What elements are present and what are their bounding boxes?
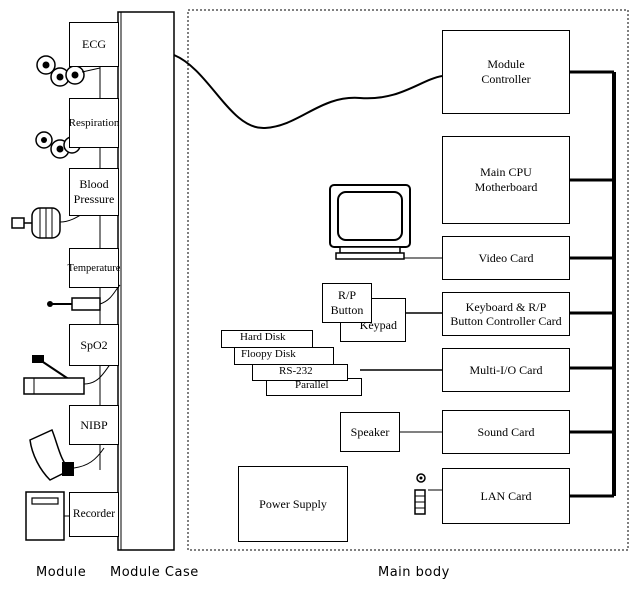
module-recorder-label: Recorder	[73, 507, 115, 522]
keyboard-card-label: Keyboard & R/P Button Controller Card	[449, 300, 563, 328]
video-card-box: Video Card	[442, 236, 570, 280]
module-recorder: Recorder	[69, 492, 119, 537]
hard-disk-tab: Hard Disk	[221, 330, 313, 348]
module-respiration-label: Respiration	[69, 116, 120, 131]
speaker-box: Speaker	[340, 412, 400, 452]
module-temperature-label: Temperature	[68, 261, 121, 276]
rp-button-label: R/P Button	[323, 288, 371, 318]
module-ecg-label: ECG	[82, 37, 106, 52]
module-blood-pressure-label: Blood Pressure	[74, 177, 115, 207]
module-respiration: Respiration	[69, 98, 119, 148]
module-spo2: SpO2	[69, 324, 119, 366]
floppy-disk-tab: Floopy Disk	[234, 347, 334, 365]
module-nibp: NIBP	[69, 405, 119, 445]
monitor-icon	[330, 185, 410, 259]
sound-card-label: Sound Card	[478, 425, 535, 440]
rp-button-box: R/P Button	[322, 283, 372, 323]
power-supply-box: Power Supply	[238, 466, 348, 542]
keyboard-card-box: Keyboard & R/P Button Controller Card	[442, 292, 570, 336]
speaker-label: Speaker	[351, 425, 390, 440]
module-case-outline	[118, 12, 174, 550]
main-cpu-box: Main CPU Motherboard	[442, 136, 570, 224]
temperature-probe-icon	[47, 285, 120, 310]
lan-card-label: LAN Card	[481, 489, 532, 504]
module-ecg: ECG	[69, 22, 119, 67]
hard-disk-label: Hard Disk	[240, 331, 286, 343]
module-nibp-label: NIBP	[80, 418, 107, 433]
recorder-icon	[26, 492, 70, 540]
multi-io-card-box: Multi-I/O Card	[442, 348, 570, 392]
caption-module-case: Module Case	[110, 565, 199, 580]
module-temperature: Temperature	[69, 248, 119, 288]
main-cpu-label: Main CPU Motherboard	[459, 165, 553, 195]
lan-connector-icon	[415, 474, 425, 514]
module-controller-cable	[174, 55, 442, 128]
sound-card-box: Sound Card	[442, 410, 570, 454]
rs232-tab: RS-232	[252, 364, 348, 381]
power-supply-label: Power Supply	[259, 497, 327, 512]
multi-io-card-label: Multi-I/O Card	[470, 363, 543, 378]
module-controller-box: Module Controller	[442, 30, 570, 114]
module-spo2-label: SpO2	[80, 338, 107, 353]
caption-main-body: Main body	[378, 565, 450, 580]
floppy-disk-label: Floopy Disk	[241, 348, 296, 360]
caption-module: Module	[36, 565, 86, 580]
rs232-label: RS-232	[279, 365, 313, 377]
video-card-label: Video Card	[479, 251, 534, 266]
module-controller-label: Module Controller	[463, 57, 549, 87]
module-blood-pressure: Blood Pressure	[69, 168, 119, 216]
lan-card-box: LAN Card	[442, 468, 570, 524]
